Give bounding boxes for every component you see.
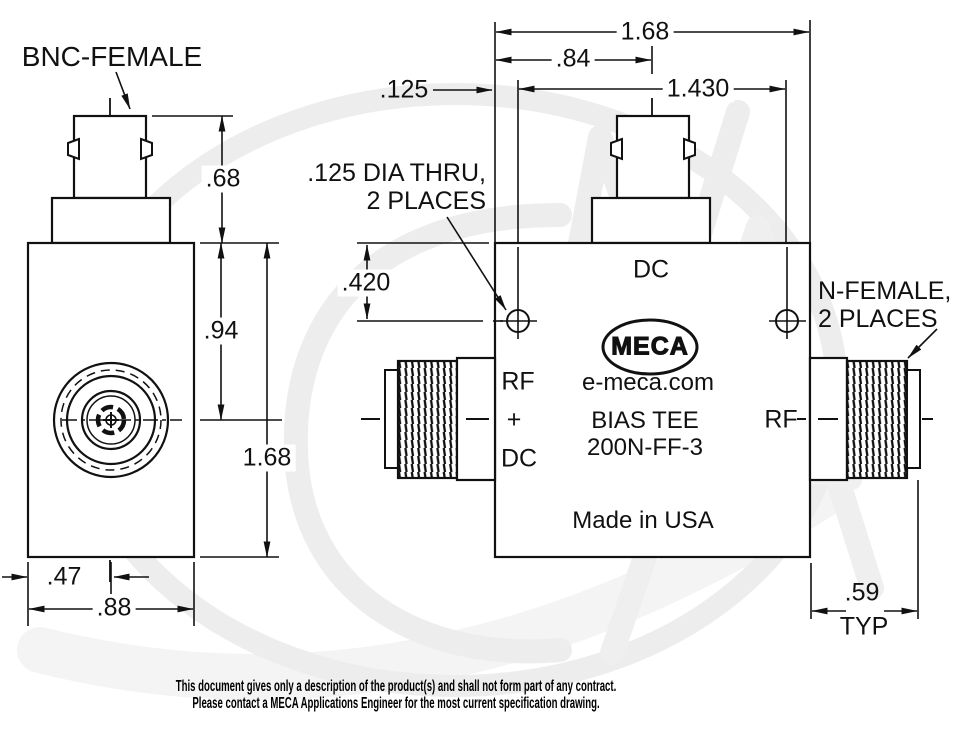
dc-lug-left	[610, 137, 623, 161]
footer-line1: This document gives only a description o…	[175, 678, 617, 695]
dim-168-left: 1.68	[238, 444, 296, 472]
port-label-rf-right: RF	[764, 405, 798, 434]
n-right-endcap	[906, 369, 921, 469]
model-label: 200N-FF-3	[586, 434, 704, 461]
port-label-dc-left: DC	[500, 444, 538, 473]
dim-84: .84	[551, 45, 595, 73]
dia-thru-note-line2: 2 PLACES	[366, 187, 486, 215]
n-right-threads	[845, 359, 909, 480]
bnc-lug-right	[140, 137, 153, 161]
left-view-outline	[26, 98, 196, 582]
right-view-extension-lines	[357, 20, 919, 619]
dim-125: .125	[379, 75, 429, 104]
dia-thru-note: .125 DIA THRU, 2 PLACES	[300, 159, 486, 215]
right-view-outline	[384, 98, 921, 559]
origin-label: Made in USA	[572, 507, 714, 534]
dim-168-top: 1.68	[616, 18, 674, 46]
n-female-note-line2: 2 PLACES	[818, 305, 938, 333]
dc-lug-right	[683, 137, 696, 161]
n-female-note-line1: N-FEMALE,	[818, 277, 952, 305]
dim-420: .420	[337, 269, 395, 297]
dim-94: .94	[199, 317, 243, 345]
dim-59-typ: TYP	[839, 612, 889, 641]
n-left-endcap	[384, 369, 399, 469]
port-label-dc-top: DC	[632, 255, 670, 284]
port-label-plus: +	[506, 405, 522, 434]
dim-88: .88	[92, 594, 136, 622]
dim-59: .59	[844, 578, 880, 607]
dim-68: .68	[201, 165, 245, 193]
dia-thru-leader-line	[446, 216, 507, 311]
product-label: BIAS TEE	[591, 407, 699, 434]
meca-logo-oval	[601, 318, 699, 376]
meca-logo-text: MECA	[611, 332, 689, 361]
bnc-female-label: BNC-FEMALE	[21, 41, 203, 72]
dc-flange	[590, 196, 712, 245]
footer-line2: Please contact a MECA Applications Engin…	[192, 695, 600, 712]
n-female-note: N-FEMALE, 2 PLACES	[818, 277, 951, 333]
dim-47: .47	[46, 562, 82, 591]
website-label: e-meca.com	[581, 369, 715, 396]
bnc-flange	[50, 196, 172, 245]
port-label-rf-left: RF	[501, 367, 535, 396]
dim-1430: 1.430	[662, 75, 734, 103]
dc-barrel	[615, 114, 691, 200]
left-body	[26, 241, 196, 559]
bnc-barrel	[72, 114, 148, 200]
left-view-connector-face	[52, 361, 182, 479]
n-left-threads	[396, 359, 459, 480]
dia-thru-note-line1: .125 DIA THRU,	[307, 159, 486, 187]
bnc-leader-line	[115, 71, 131, 110]
n-right-flange	[808, 356, 849, 482]
right-body	[493, 241, 812, 559]
footer-disclaimer: This document gives only a description o…	[176, 678, 617, 712]
n-female-leader-line	[907, 328, 938, 359]
bnc-lug-left	[67, 137, 80, 161]
mounting-holes	[500, 247, 806, 339]
